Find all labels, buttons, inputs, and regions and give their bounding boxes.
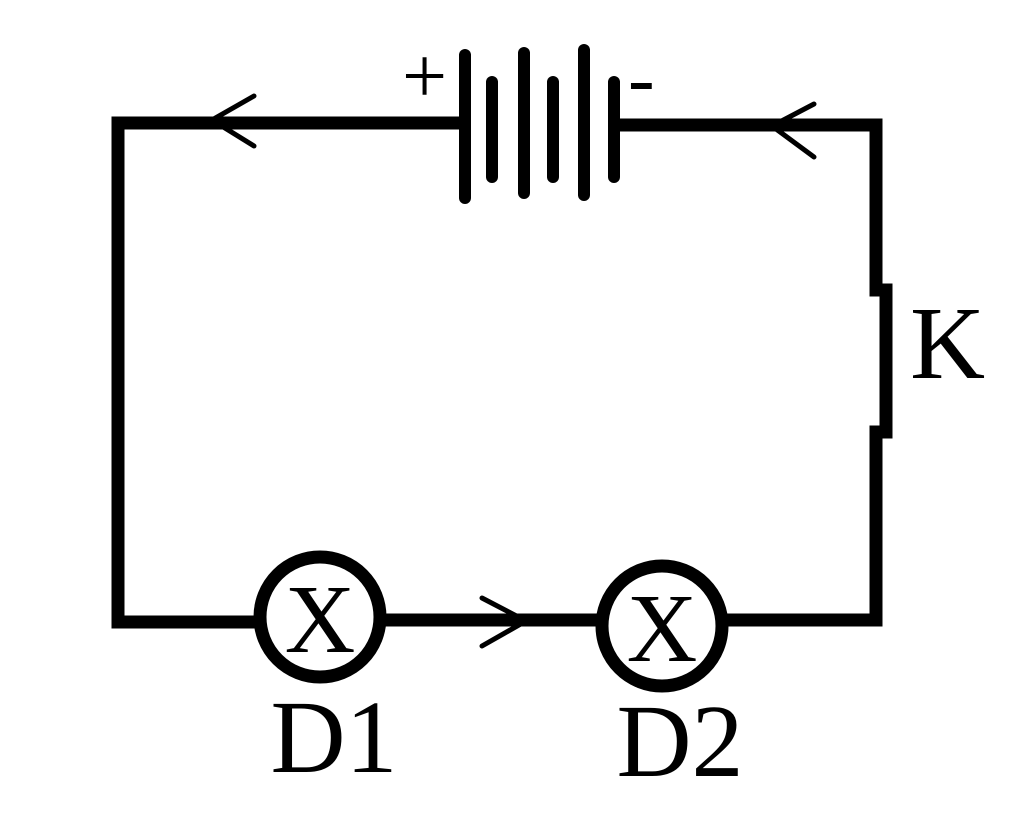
- wire-right-bottom: [717, 425, 883, 627]
- lamp-d1-ring: [253, 550, 387, 684]
- wire-right-top: [613, 118, 883, 297]
- wire-switch-bracket: [869, 283, 893, 439]
- lamp-d2-mark: X: [627, 575, 698, 683]
- wire-left-top: [111, 116, 469, 629]
- battery-plus-sign: +: [402, 33, 447, 121]
- arrow-right-top-icon: [767, 101, 817, 160]
- switch-label: K: [910, 286, 985, 401]
- battery: + -: [402, 33, 655, 204]
- lamp-d2-ring: [595, 559, 729, 693]
- arrow-bottom-icon: [479, 595, 532, 649]
- circuit-wires: [111, 116, 893, 629]
- current-arrows: [207, 93, 817, 649]
- arrow-left-top-icon: [207, 93, 257, 149]
- lamp-d1-label: D1: [270, 680, 397, 795]
- lamp-d1: X D1: [253, 550, 398, 795]
- lamp-d1-mark: X: [285, 566, 356, 674]
- lamp-d2: X D2: [595, 559, 744, 799]
- battery-minus-sign: -: [628, 35, 655, 123]
- lamp-d2-label: D2: [616, 684, 743, 799]
